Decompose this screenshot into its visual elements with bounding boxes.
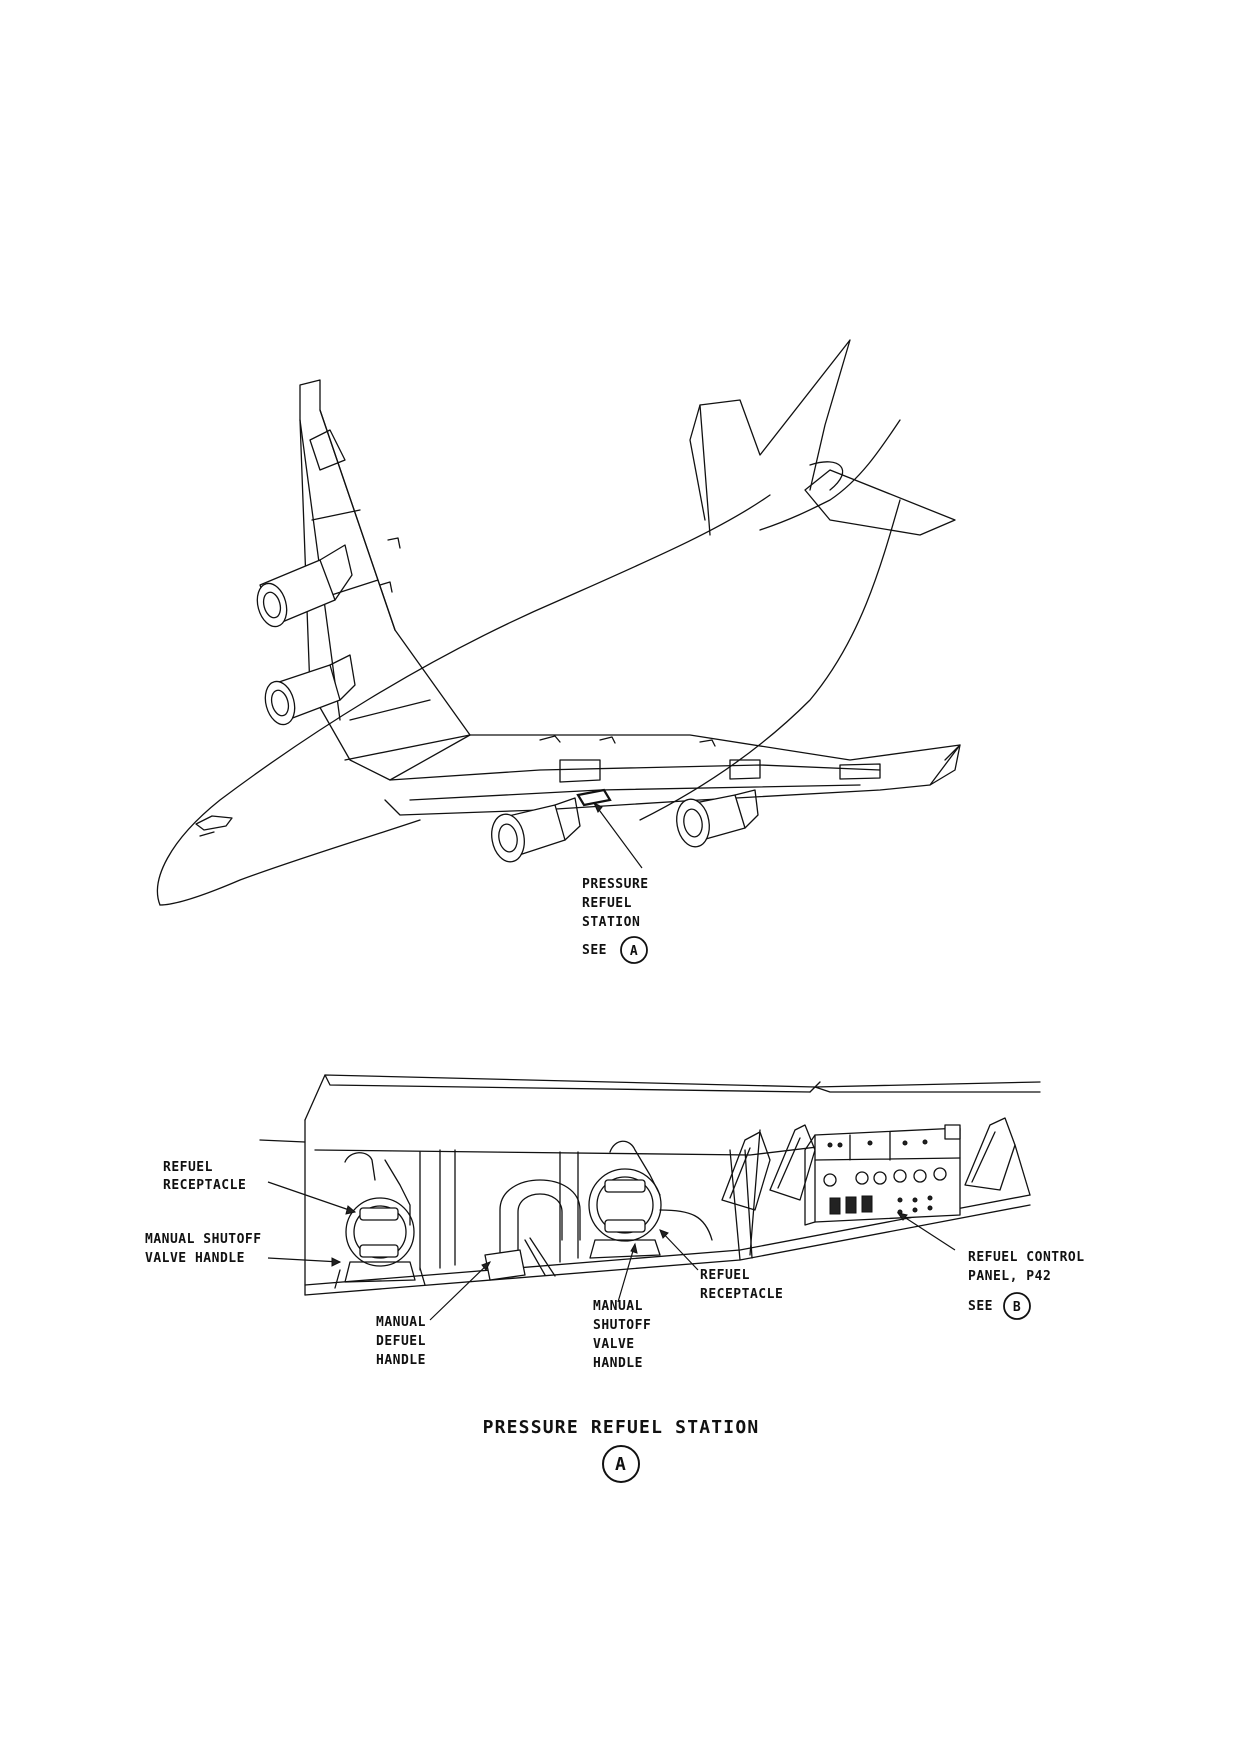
manual-defuel-line-2: DEFUEL: [376, 1334, 426, 1349]
manual-defuel-line-3: HANDLE: [376, 1353, 426, 1368]
caption-ref: A: [615, 1454, 627, 1475]
refuel-receptacle-left-line-2: RECEPTACLE: [163, 1178, 246, 1193]
caption-title: PRESSURE REFUEL STATION: [483, 1417, 760, 1438]
manual-shutoff-right-line-2: SHUTOFF: [593, 1318, 651, 1333]
control-panel-see-ref: B: [1013, 1300, 1021, 1315]
detail-a-labels: REFUEL RECEPTACLE MANUAL SHUTOFF VALVE H…: [145, 1160, 1085, 1371]
see-b-circle: [1003, 1292, 1031, 1320]
right-receptacle: [588, 1140, 713, 1259]
manual-shutoff-left-line-1: MANUAL SHUTOFF: [145, 1232, 262, 1247]
refuel-receptacle-left-line-1: REFUEL: [163, 1160, 213, 1175]
station-see-prefix: SEE: [582, 943, 607, 958]
refuel-control-panel-drawing: [804, 1124, 961, 1226]
figure-caption: PRESSURE REFUEL STATION A: [483, 1417, 760, 1483]
engine-left-inboard: [264, 654, 356, 726]
control-panel-see-prefix: SEE: [968, 1299, 993, 1314]
left-receptacle: [334, 1152, 426, 1289]
manual-shutoff-right-line-4: HANDLE: [593, 1356, 643, 1371]
refuel-receptacle-right-line-1: REFUEL: [700, 1268, 750, 1283]
manual-shutoff-right-line-1: MANUAL: [593, 1299, 643, 1314]
control-panel-line-2: PANEL, P42: [968, 1269, 1051, 1284]
defuel-pipe: [484, 1179, 581, 1281]
refuel-station-marker: [576, 788, 612, 807]
engine-right-outboard: [676, 789, 759, 848]
detail-a-drawing: [259, 1074, 1041, 1296]
airplane-drawing: [156, 339, 961, 906]
station-label-line-1: PRESSURE: [582, 877, 649, 892]
station-label-line-3: STATION: [582, 915, 640, 930]
control-panel-line-1: REFUEL CONTROL: [968, 1250, 1085, 1265]
see-a-circle: [620, 936, 648, 964]
station-see-ref: A: [630, 944, 638, 959]
detail-a-leaders: [267, 1181, 956, 1321]
engine-right-inboard: [491, 797, 581, 863]
station-callout: PRESSURE REFUEL STATION SEE A: [582, 877, 649, 964]
refuel-receptacle-right-line-2: RECEPTACLE: [700, 1287, 783, 1302]
manual-defuel-line-1: MANUAL: [376, 1315, 426, 1330]
station-label-line-2: REFUEL: [582, 896, 632, 911]
caption-ref-circle: [602, 1445, 640, 1483]
manual-shutoff-left-line-2: VALVE HANDLE: [145, 1251, 245, 1266]
engine-left-outboard: [256, 544, 353, 628]
manual-shutoff-right-line-3: VALVE: [593, 1337, 635, 1352]
